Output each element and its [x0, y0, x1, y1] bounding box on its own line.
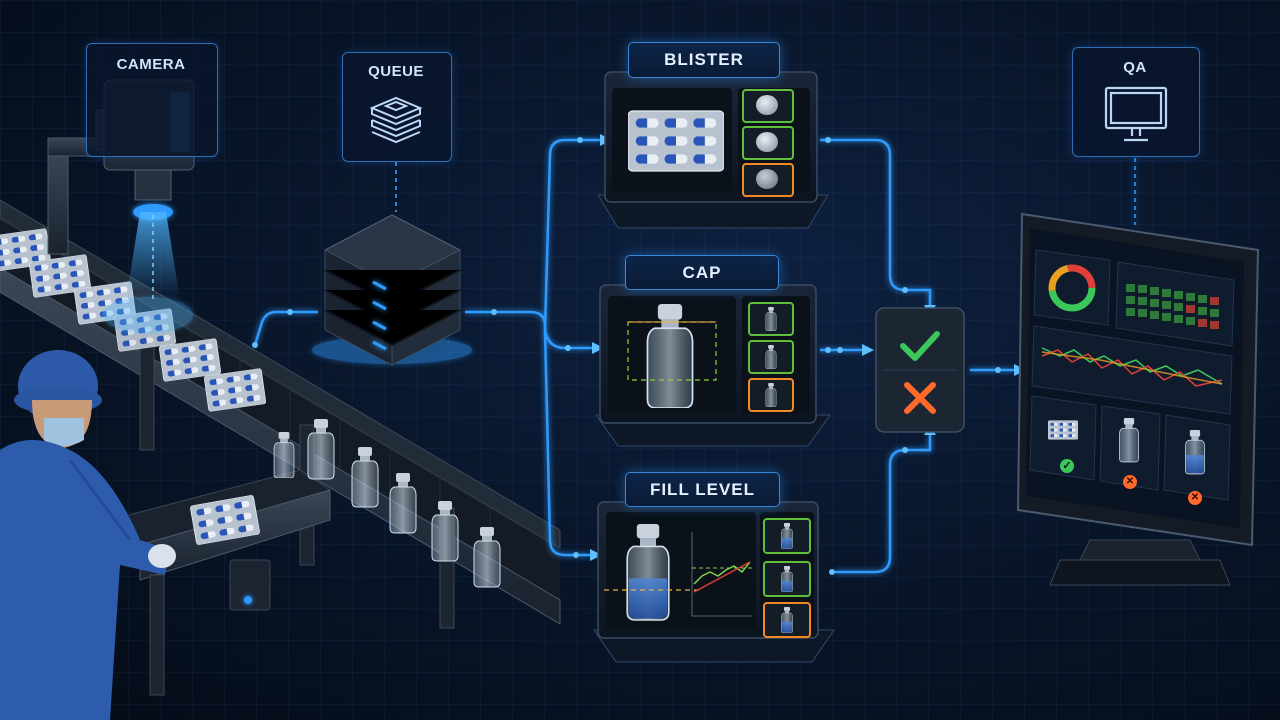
blister-label: BLISTER: [628, 42, 780, 78]
fill-level-label: FILL LEVEL: [625, 472, 780, 507]
fill-result-ok-2: [763, 561, 811, 597]
blister-cavity-icon: [756, 132, 778, 152]
cap-result-flag: [748, 378, 794, 412]
decision-gate: [875, 307, 965, 433]
result-pass-badge: ✓: [1060, 459, 1074, 473]
stack-icon: [369, 96, 423, 144]
blister-cavity-icon: [756, 169, 778, 189]
blister-result-ok-1: [742, 89, 794, 123]
heatmap-grid: [1126, 284, 1219, 329]
cap-station: [595, 284, 831, 447]
qa-monitor: [1016, 212, 1260, 586]
flow-lines: [253, 138, 1136, 574]
donut-chart: [1048, 264, 1096, 312]
blister-result-ok-2: [742, 126, 794, 160]
trend-chart: [1041, 347, 1223, 387]
vial-icon: [762, 345, 780, 369]
fill-result-flag: [763, 602, 811, 638]
operator-figure: [0, 350, 176, 720]
vial-fill-icon: [778, 607, 796, 633]
vial-icon: [762, 307, 780, 331]
check-icon: [900, 331, 940, 361]
qa-label: QA: [1123, 59, 1147, 76]
blister-cavity-icon: [756, 95, 778, 115]
vial-fill-icon: [778, 523, 796, 549]
queue-label: QUEUE: [368, 63, 424, 80]
cap-label: CAP: [625, 255, 779, 290]
monitor-icon: [1104, 86, 1168, 142]
fill-level-trend: [691, 532, 752, 617]
vial-fill-icon: [778, 566, 796, 592]
vial-icon: [762, 383, 780, 407]
camera-label: CAMERA: [116, 56, 186, 73]
result-fail-badge: ✕: [1123, 475, 1137, 489]
queue-server: [312, 162, 472, 366]
result-blister-thumbnail: [1048, 421, 1078, 440]
queue-label-box: [342, 52, 452, 162]
scan-highlight: [103, 297, 193, 333]
cap-result-ok-2: [748, 340, 794, 374]
camera-label-box: [86, 43, 218, 157]
result-fail-badge: ✕: [1188, 491, 1202, 505]
blister-result-flag: [742, 163, 794, 197]
qa-label-box: [1072, 47, 1200, 157]
cross-icon: [904, 382, 936, 414]
fill-result-ok-1: [763, 518, 811, 554]
cap-result-ok-1: [748, 302, 794, 336]
